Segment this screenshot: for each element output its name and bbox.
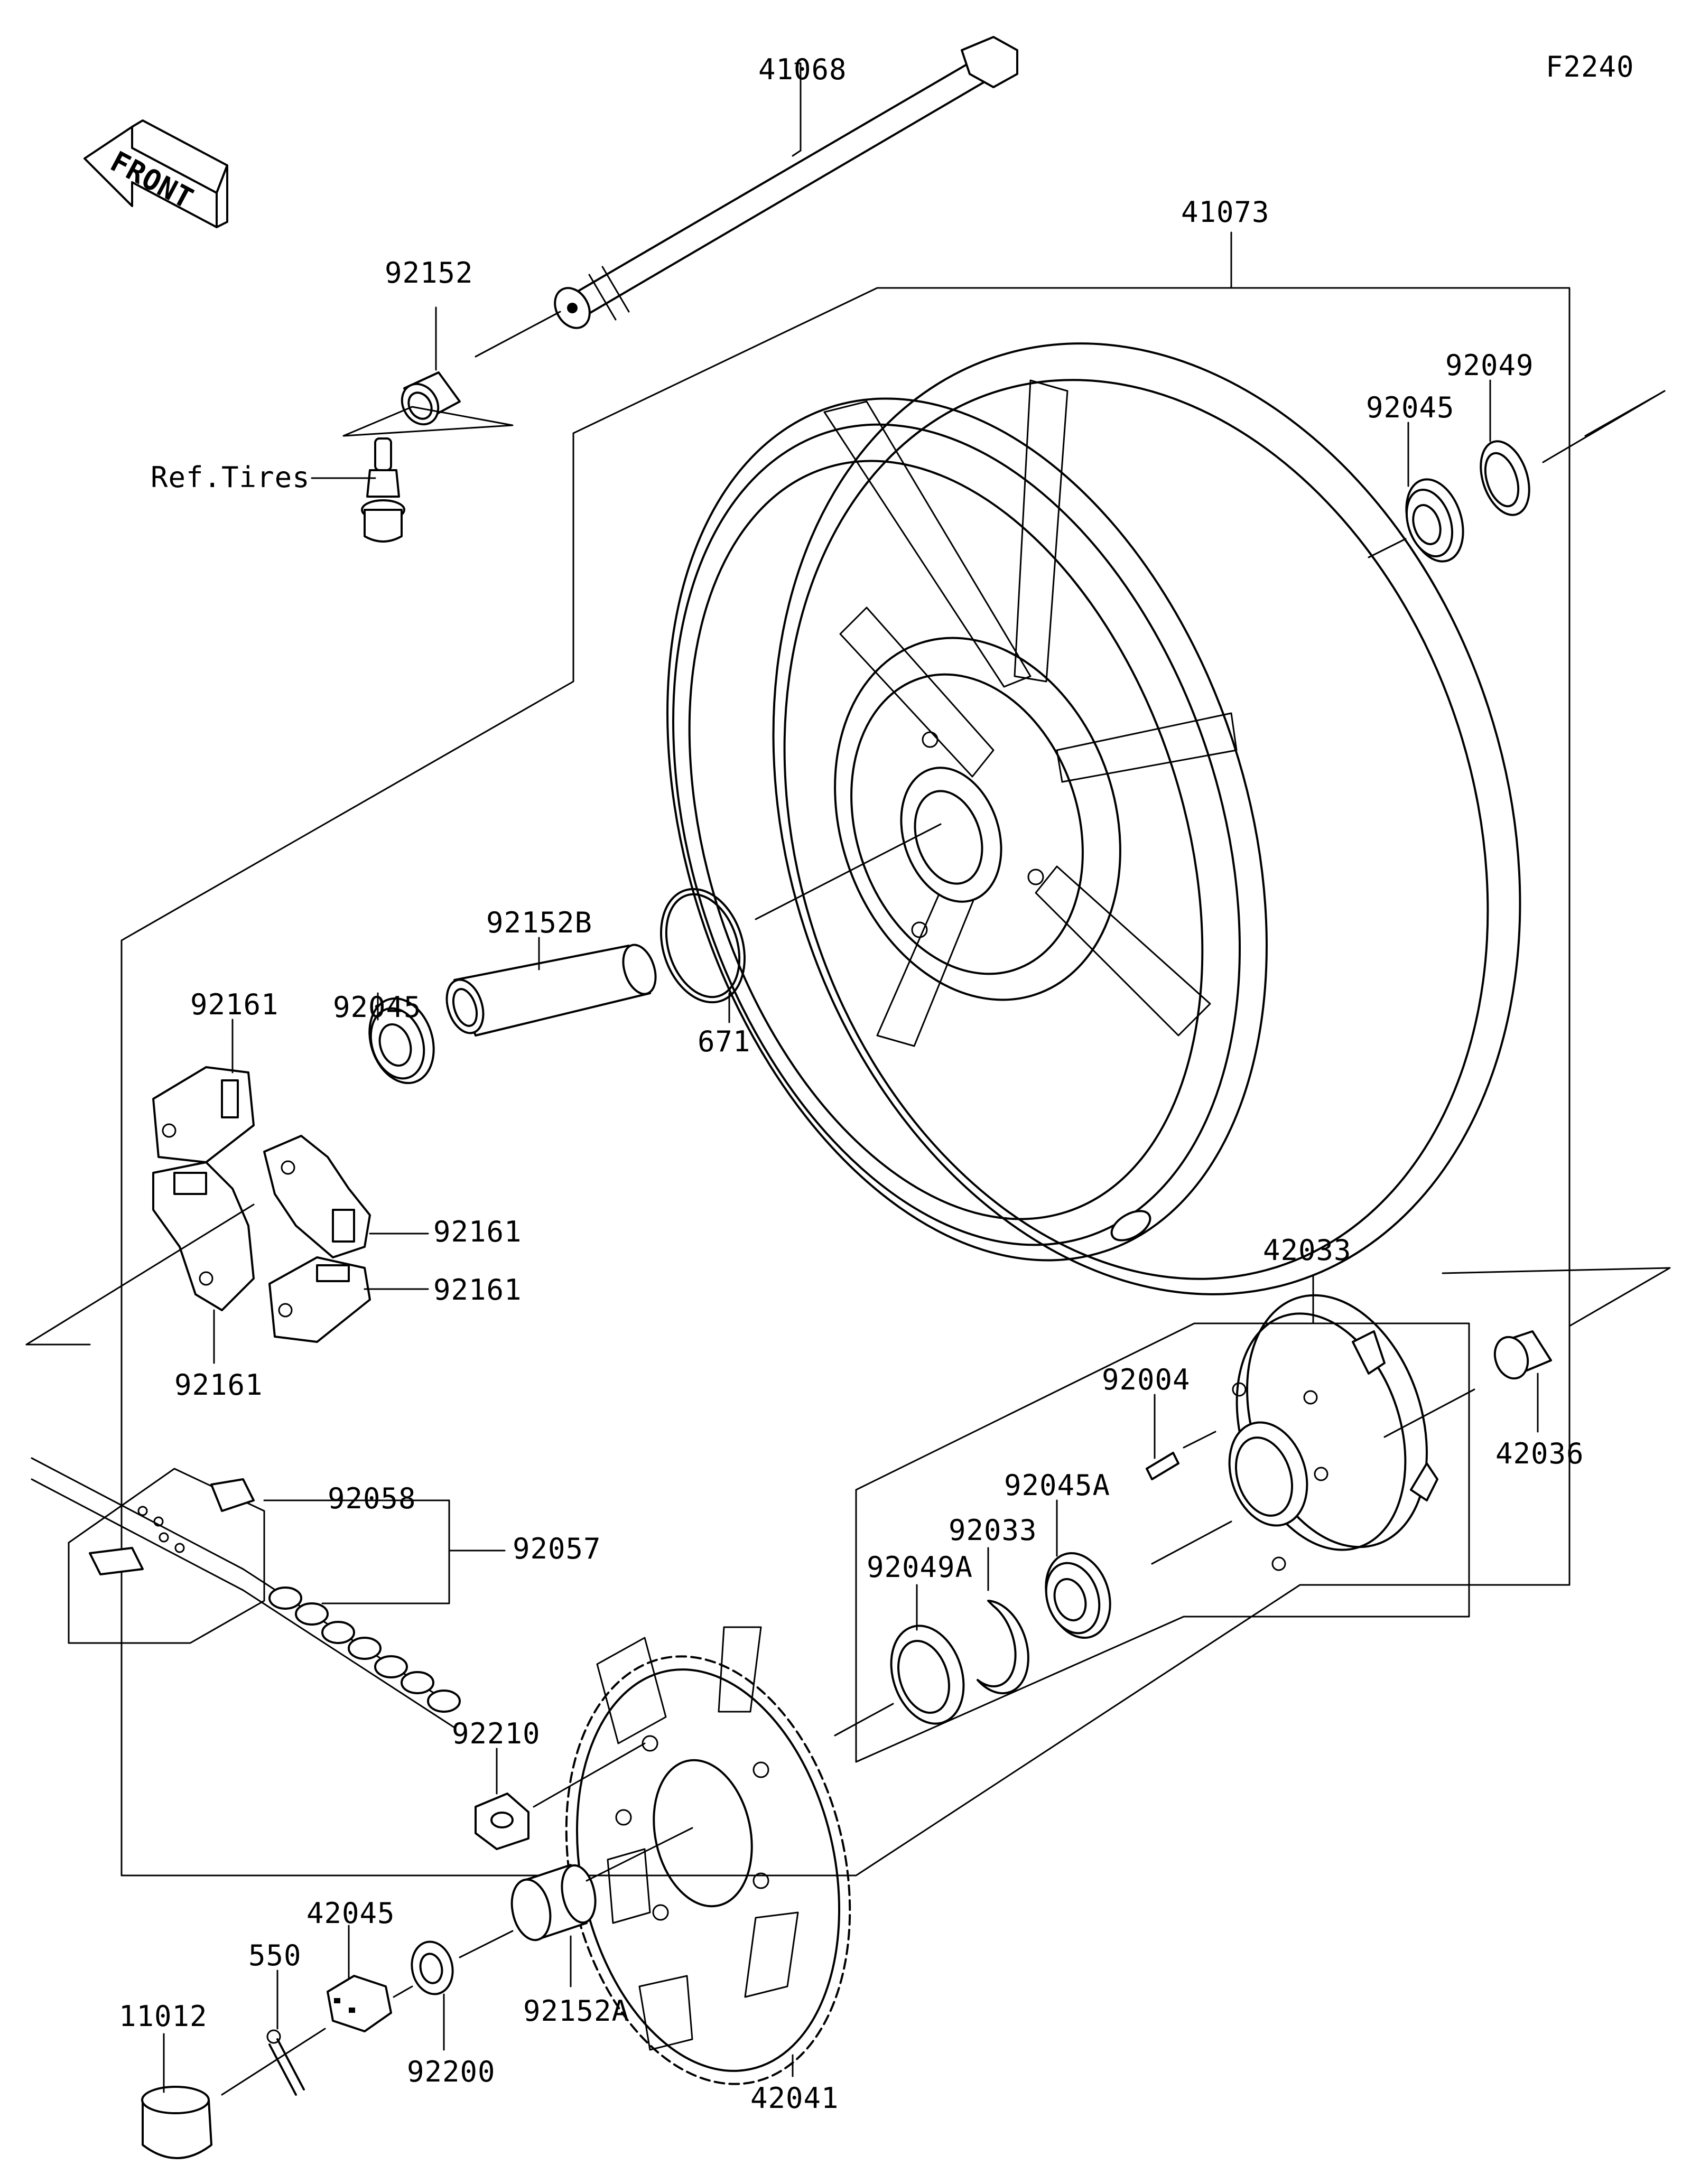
circlip-92033 xyxy=(977,1547,1029,1695)
collar-92152 xyxy=(342,306,514,437)
label-92161-right-upper: 92161 xyxy=(433,1215,522,1248)
label-92049A: 92049A xyxy=(867,1551,973,1584)
collar-42036 xyxy=(1442,1267,1671,1433)
cotter-pin-550 xyxy=(221,1970,326,2096)
label-671: 671 xyxy=(698,1025,751,1058)
figure-code: F2240 xyxy=(1546,50,1634,83)
damper-92161-right-lower xyxy=(25,1203,429,1346)
rear-axle xyxy=(475,36,1018,358)
label-11012: 11012 xyxy=(119,2000,208,2033)
hub-42033 xyxy=(1151,1294,1475,1571)
bearing-92045A xyxy=(1045,1499,1111,1639)
damper-92161-left-lower xyxy=(152,1161,255,1364)
label-ref-tires: Ref.Tires xyxy=(151,461,310,494)
tire-valve xyxy=(311,437,405,543)
rear-wheel-41073 xyxy=(666,342,1521,1295)
hub-assembly-outline xyxy=(855,1322,1470,1763)
seal-92049A xyxy=(834,1584,965,1737)
label-92033: 92033 xyxy=(949,1514,1037,1547)
bearing-92045-top xyxy=(1368,422,1464,563)
label-92152: 92152 xyxy=(385,256,473,290)
washer-92200 xyxy=(411,1930,514,2051)
label-92045-top: 92045 xyxy=(1366,391,1455,424)
label-92161-bottom: 92161 xyxy=(174,1368,263,1402)
nut-92210 xyxy=(475,1742,646,1850)
cap-11012 xyxy=(141,2033,212,2159)
wheel-assembly-outline xyxy=(120,287,1571,1877)
seal-92049 xyxy=(1480,379,1666,516)
label-92152A: 92152A xyxy=(523,1994,629,2028)
label-92152B: 92152B xyxy=(486,906,592,939)
label-92045A: 92045A xyxy=(1004,1469,1110,1502)
damper-92161-top xyxy=(152,1019,255,1163)
label-92161-top: 92161 xyxy=(190,988,279,1021)
label-92045-left: 92045 xyxy=(333,991,422,1024)
drive-chain-92057 xyxy=(31,1457,506,1729)
o-ring-671 xyxy=(659,888,746,1023)
label-550: 550 xyxy=(248,1939,302,1972)
bearing-92045-left xyxy=(368,992,435,1085)
front-direction-arrow: FRONT xyxy=(83,119,228,228)
damper-92161-right-upper xyxy=(263,1135,429,1258)
spacer-92152B xyxy=(445,937,657,1037)
castle-nut-42045 xyxy=(327,1925,413,2032)
label-92057: 92057 xyxy=(513,1532,601,1565)
label-92049: 92049 xyxy=(1445,349,1534,382)
label-92058: 92058 xyxy=(328,1482,416,1515)
label-42033: 42033 xyxy=(1263,1234,1352,1267)
label-41068: 41068 xyxy=(758,53,847,86)
chain-links xyxy=(268,1586,461,1713)
label-92200: 92200 xyxy=(407,2055,496,2088)
collar-92152A xyxy=(510,1827,693,1987)
label-42041: 42041 xyxy=(750,2082,839,2115)
label-42036: 42036 xyxy=(1495,1437,1584,1470)
label-42045: 42045 xyxy=(306,1897,395,1930)
label-92004: 92004 xyxy=(1102,1363,1191,1396)
label-41073: 41073 xyxy=(1181,195,1270,229)
stud-92004 xyxy=(1146,1394,1216,1480)
label-92161-right-lower: 92161 xyxy=(433,1273,522,1306)
label-92210: 92210 xyxy=(452,1717,541,1750)
